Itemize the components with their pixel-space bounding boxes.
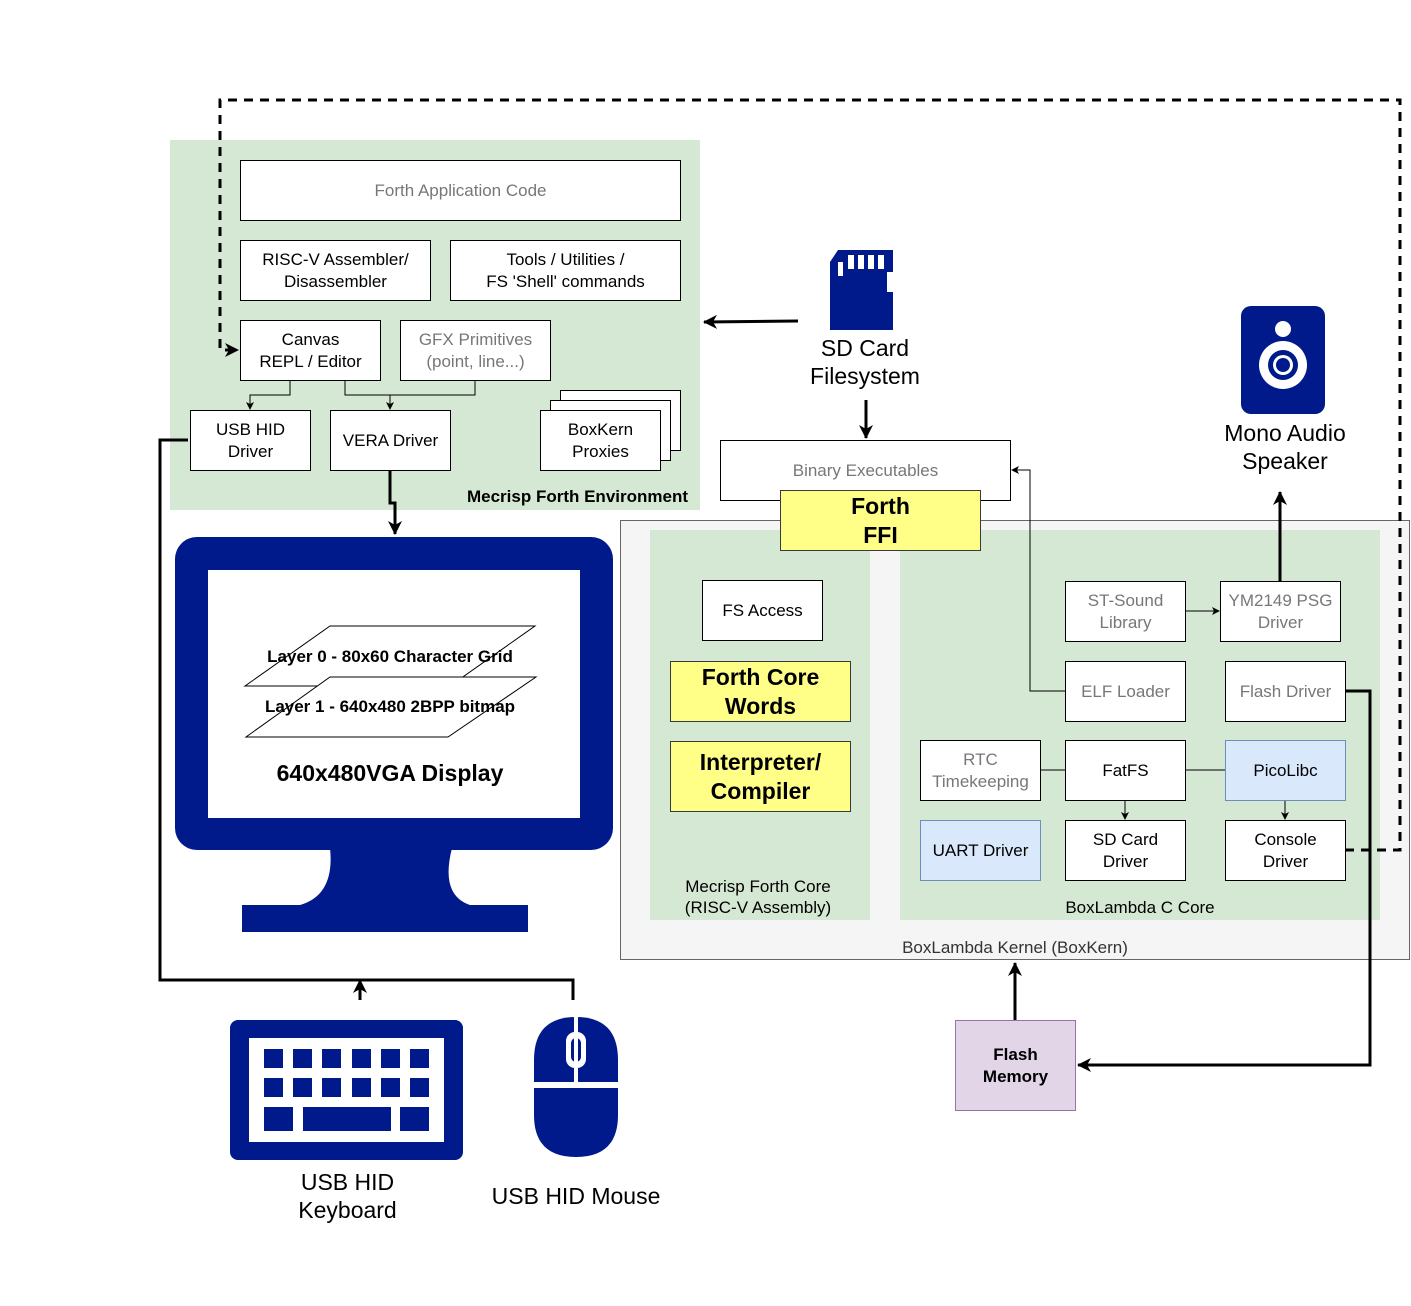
risc-v-assembler: RISC-V Assembler/ Disassembler [240, 240, 431, 301]
vera-to-display [388, 470, 402, 535]
usb-hid-driver: USB HID Driver [190, 410, 311, 471]
display-title: 640x480VGA Display [276, 760, 504, 786]
elf-to-binary [1011, 466, 1065, 692]
forth-core-title: Mecrisp Forth Core (RISC-V Assembly) [684, 877, 832, 917]
flash-memory: Flash Memory [955, 1020, 1076, 1111]
keyboard-label: USB HID Keyboard [298, 1169, 397, 1223]
usb-devices-link [158, 438, 575, 1000]
console-dashed-link [218, 98, 1402, 852]
boxkern-proxies: BoxKern Proxies [540, 410, 661, 471]
elf-loader: ELF Loader [1065, 661, 1186, 722]
gfx-to-vera [390, 380, 476, 396]
speaker-icon [1241, 306, 1325, 414]
st-sound-library: ST-Sound Library [1065, 581, 1186, 642]
vera-driver: VERA Driver [330, 410, 451, 471]
layer-1-label: Layer 1 - 640x480 2BPP bitmap [264, 697, 516, 716]
ym2149-psg-driver: YM2149 PSG Driver [1220, 581, 1341, 642]
forth-application-code: Forth Application Code [240, 160, 681, 221]
sd-card-driver: SD Card Driver [1065, 820, 1186, 881]
interpreter-compiler: Interpreter/ Compiler [670, 741, 851, 812]
fs-access: FS Access [702, 580, 823, 641]
flash-driver-to-memory [1077, 689, 1372, 1072]
forth-ffi: Forth FFI [780, 490, 981, 551]
layer-0-label: Layer 0 - 80x60 Character Grid [267, 647, 513, 666]
uart-driver: UART Driver [920, 820, 1041, 881]
keyboard-icon [230, 1020, 463, 1160]
sd-card-label: SD Card Filesystem [810, 335, 920, 389]
speaker-label: Mono Audio Speaker [1224, 420, 1346, 474]
kernel-title: BoxLambda Kernel (BoxKern) [902, 938, 1128, 957]
sd-to-env-arrow [703, 314, 799, 329]
mouse-label: USB HID Mouse [491, 1183, 661, 1209]
monitor-icon [175, 537, 613, 932]
c-core-title: BoxLambda C Core [1065, 898, 1215, 917]
sd-card-icon [830, 250, 893, 330]
mouse-icon [534, 1017, 618, 1157]
gfx-primitives: GFX Primitives (point, line...) [400, 320, 551, 381]
tools-utilities: Tools / Utilities / FS 'Shell' commands [450, 240, 681, 301]
rtc-timekeeping: RTC Timekeeping [920, 740, 1041, 801]
canvas-repl-editor: Canvas REPL / Editor [240, 320, 381, 381]
canvas-to-vera [344, 380, 394, 410]
fatfs: FatFS [1065, 740, 1186, 801]
flash-driver: Flash Driver [1225, 661, 1346, 722]
canvas-to-usb [246, 380, 291, 410]
env-title: Mecrisp Forth Environment [466, 487, 688, 506]
forth-core-words: Forth Core Words [670, 661, 851, 722]
console-driver: Console Driver [1225, 820, 1346, 881]
picolibc: PicoLibc [1225, 740, 1346, 801]
